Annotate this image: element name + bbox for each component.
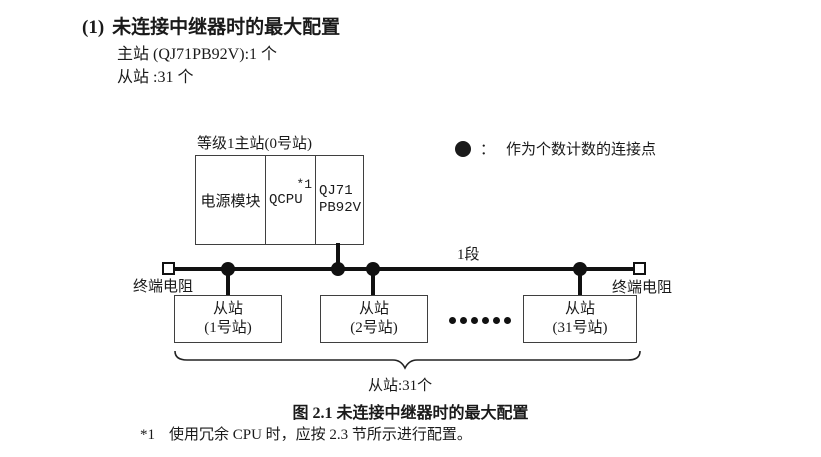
ellipsis-dot [482,317,489,324]
qj71-line1: QJ71 [319,183,353,199]
ellipsis-dot [493,317,500,324]
master-drop-line [336,243,340,269]
section-heading: (1) 未连接中继器时的最大配置 [82,12,340,39]
slave2-line1: 从站 [358,301,389,317]
segment-label: 1段 [457,247,480,263]
ellipsis-dot [504,317,511,324]
power-module-cell: 电源模块 [196,156,266,244]
slave-station-1-box: 从站 (1号站) [174,295,282,343]
intro-master-count: 主站 (QJ71PB92V):1 个 [117,46,278,63]
footnote: *1 使用冗余 CPU 时，应按 2.3 节所示进行配置。 [140,423,472,444]
ellipsis-dots [449,317,511,324]
legend: ： 作为个数计数的连接点 [455,138,656,159]
slave2-line2: (2号站) [350,320,398,336]
footnote-text: 使用冗余 CPU 时，应按 2.3 节所示进行配置。 [169,427,472,443]
qj71pb92v-cell: QJ71 PB92V [316,156,363,244]
connection-dot-master [331,262,345,276]
slave2-drop-line [371,270,375,296]
connection-dot-slave2 [366,262,380,276]
terminating-resistor-right-icon [633,262,646,275]
footnote-marker: *1 [140,427,155,443]
section-number: (1) [82,17,105,38]
terminating-resistor-left-label: 终端电阻 [133,279,194,295]
qcpu-cell: QCPU *1 [266,156,316,244]
slave-station-31-box: 从站 (31号站) [523,295,637,343]
connection-dot-slave31 [573,262,587,276]
terminating-resistor-right-label: 终端电阻 [612,280,673,296]
slave1-drop-line [226,270,230,296]
figure-caption: 图 2.1 未连接中继器时的最大配置 [292,405,529,422]
connection-point-dot-icon [455,140,471,157]
slave31-line1: 从站 [564,301,595,317]
slave1-line2: (1号站) [204,320,252,336]
bus-segment-line [172,267,637,271]
legend-text: 作为个数计数的连接点 [506,142,657,158]
master-station-box: 电源模块 QCPU *1 QJ71 PB92V [195,155,364,245]
slave31-line2: (31号站) [552,320,608,336]
brace-label: 从站:31个 [368,378,433,394]
legend-separator: ： [480,142,496,158]
ellipsis-dot [449,317,456,324]
master-station-label: 等级1主站(0号站) [197,136,312,152]
section-title: 未连接中继器时的最大配置 [112,17,341,38]
footnote-marker-superscript: *1 [296,177,312,192]
ellipsis-dot [471,317,478,324]
ellipsis-dot [460,317,467,324]
intro-slave-count: 从站 :31 个 [117,69,194,86]
qj71-line2: PB92V [319,200,362,216]
slave-station-2-box: 从站 (2号站) [320,295,428,343]
slave31-drop-line [578,270,582,296]
slave1-line1: 从站 [212,301,243,317]
qcpu-label: QCPU [269,192,303,208]
terminating-resistor-left-icon [162,262,175,275]
underbrace [174,350,641,370]
connection-dot-slave1 [221,262,235,276]
